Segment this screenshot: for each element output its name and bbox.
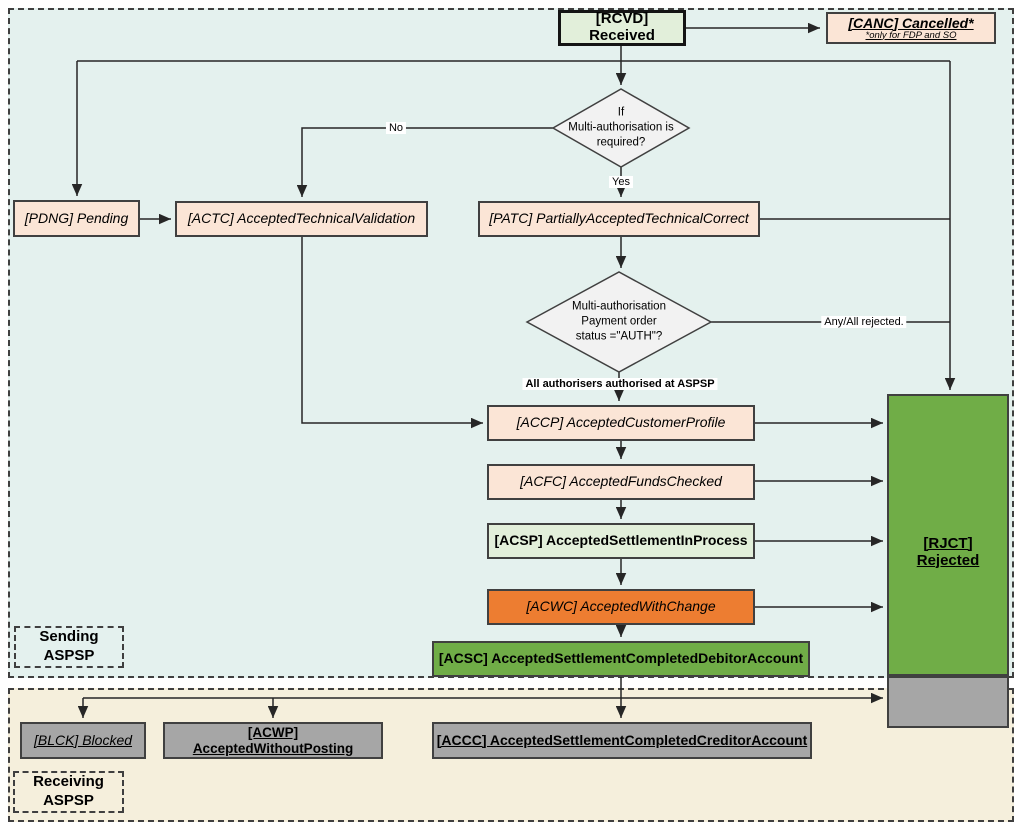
node-acwc-accepted-with-change: [ACWC] AcceptedWithChange [487,589,755,625]
node-rjct-rejected: [RJCT] Rejected [887,394,1009,676]
decision-auth-status-text: Multi-authorisation Payment order status… [572,300,666,343]
canc-note: *only for FDP and SO [865,29,957,41]
node-pdng-pending: [PDNG] Pending [13,200,140,237]
node-accp-accepted-customer-profile: [ACCP] AcceptedCustomerProfile [487,405,755,441]
node-acfc-accepted-funds-checked: [ACFC] AcceptedFundsChecked [487,464,755,500]
node-accc-accepted-settlement-completed-creditor-account: [ACCC] AcceptedSettlementCompletedCredit… [432,722,812,759]
node-patc-partially-accepted-technical-correct: [PATC] PartiallyAcceptedTechnicalCorrect [478,201,760,237]
node-actc-accepted-technical-validation: [ACTC] AcceptedTechnicalValidation [175,201,428,237]
node-rcvd-received: [RCVD] Received [558,10,686,46]
node-acsc-accepted-settlement-completed-debitor-account: [ACSC] AcceptedSettlementCompletedDebito… [432,641,810,677]
sending-aspsp-label: Sending ASPSP [14,626,124,668]
section-sending-aspsp [8,8,1014,678]
edge-label-all-authorised: All authorisers authorised at ASPSP [522,378,718,390]
edge-label-no: No [385,122,407,134]
node-rjct-receiving-extension [887,676,1009,728]
edge-label-yes: Yes [609,176,633,188]
node-blck-blocked: [BLCK] Blocked [20,722,146,759]
edge-label-any-all-rejected: Any/All rejected. [821,316,907,328]
receiving-aspsp-label: Receiving ASPSP [13,771,124,813]
canc-title: [CANC] Cancelled* [848,14,974,31]
node-canc-cancelled: [CANC] Cancelled* *only for FDP and SO [826,12,996,44]
decision-multi-auth-text: If Multi-authorisation is required? [568,106,674,149]
node-acwp-accepted-without-posting: [ACWP] AcceptedWithoutPosting [163,722,383,759]
node-acsp-accepted-settlement-in-process: [ACSP] AcceptedSettlementInProcess [487,523,755,559]
